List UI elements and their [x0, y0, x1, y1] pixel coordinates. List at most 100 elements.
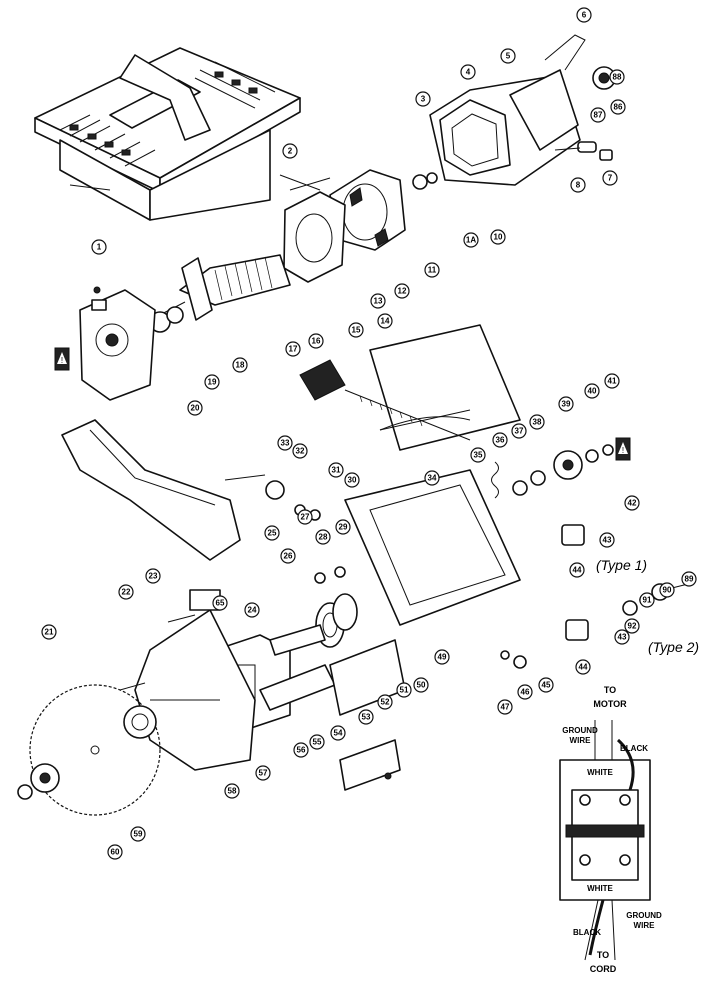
callout-number: 25 — [268, 529, 277, 538]
part-callout-47: 47 — [497, 699, 513, 715]
callout-circle — [344, 472, 360, 488]
white-wire-bottom: WHITE — [587, 884, 613, 893]
callout-circle — [681, 571, 697, 587]
part-callout-44: 44 — [569, 562, 585, 578]
field-coil — [329, 169, 438, 251]
part-callout-6: 6 — [576, 7, 592, 23]
callout-number: 19 — [208, 378, 217, 387]
callout-number: 88 — [613, 73, 622, 82]
callout-number: 59 — [134, 830, 143, 839]
blade-guard-arm — [61, 419, 241, 561]
part-callout-88: 88 — [609, 69, 625, 85]
callout-circle — [463, 232, 479, 248]
callout-circle — [614, 629, 630, 645]
callout-number: 5 — [506, 52, 511, 61]
callout-number: 44 — [573, 566, 582, 575]
callout-circle — [659, 582, 675, 598]
part-callout-43: 43 — [599, 532, 615, 548]
wiring-diagram — [559, 720, 651, 961]
callout-circle — [415, 91, 431, 107]
part-callout-87: 87 — [590, 107, 606, 123]
part-callout-21: 21 — [41, 624, 57, 640]
table-saw-assembly — [34, 47, 301, 221]
callout-circle — [490, 229, 506, 245]
callout-circle — [293, 742, 309, 758]
part-callout-26: 26 — [280, 548, 296, 564]
callout-number: 43 — [603, 536, 612, 545]
callout-circle — [538, 677, 554, 693]
part-callout-7: 7 — [602, 170, 618, 186]
callout-number: 90 — [663, 586, 672, 595]
callout-circle — [558, 396, 574, 412]
callout-circle — [511, 423, 527, 439]
callout-number: 34 — [428, 474, 437, 483]
callout-number: 92 — [628, 622, 637, 631]
part-callout-41: 41 — [604, 373, 620, 389]
part-callout-51: 51 — [396, 682, 412, 698]
part-callout-34: 34 — [424, 470, 440, 486]
callout-circle — [460, 64, 476, 80]
part-callout-5: 5 — [500, 48, 516, 64]
saw-blade — [29, 684, 161, 816]
callout-circle — [330, 725, 346, 741]
callout-number: 12 — [398, 287, 407, 296]
arbor-parts — [269, 593, 358, 656]
warning-triangle-right: ! — [615, 437, 631, 461]
part-callout-32: 32 — [292, 443, 308, 459]
callout-circle — [309, 734, 325, 750]
callout-number: 49 — [438, 653, 447, 662]
part-callout-89: 89 — [681, 571, 697, 587]
ground-wire-bottom-2: WIRE — [634, 921, 656, 930]
callout-number: 56 — [297, 746, 306, 755]
callout-circle — [377, 313, 393, 329]
callout-number: 22 — [122, 588, 131, 597]
callout-number: 58 — [228, 787, 237, 796]
callout-number: 14 — [381, 317, 390, 326]
part-callout-86: 86 — [610, 99, 626, 115]
part-callout-39: 39 — [558, 396, 574, 412]
callout-number: 15 — [352, 326, 361, 335]
callout-number: 31 — [332, 466, 341, 475]
callout-circle — [413, 677, 429, 693]
callout-circle — [244, 602, 260, 618]
callout-number: 11 — [428, 266, 437, 275]
part-callout-44: 44 — [575, 659, 591, 675]
part-callout-13: 13 — [370, 293, 386, 309]
part-callout-35: 35 — [470, 447, 486, 463]
callout-number: 42 — [628, 499, 637, 508]
callout-circle — [370, 293, 386, 309]
callout-number: 17 — [289, 345, 298, 354]
callout-circle — [624, 618, 640, 634]
callout-circle — [297, 509, 313, 525]
callout-circle — [348, 322, 364, 338]
part-callout-18: 18 — [232, 357, 248, 373]
callout-circle — [232, 357, 248, 373]
callout-circle — [377, 694, 393, 710]
part-callout-90: 90 — [659, 582, 675, 598]
callout-circle — [610, 99, 626, 115]
callout-circle — [255, 765, 271, 781]
part-callout-49: 49 — [434, 649, 450, 665]
part-callout-10: 10 — [490, 229, 506, 245]
callout-number: 35 — [474, 451, 483, 460]
callout-number: 36 — [496, 436, 505, 445]
callout-number: 37 — [515, 427, 524, 436]
callout-number: 32 — [296, 447, 305, 456]
callout-number: 1 — [97, 243, 102, 252]
part-callout-16: 16 — [308, 333, 324, 349]
part-callout-36: 36 — [492, 432, 508, 448]
callout-circle — [308, 333, 324, 349]
callout-number: 86 — [614, 103, 623, 112]
callout-circle — [500, 48, 516, 64]
callout-circle — [609, 69, 625, 85]
callout-circle — [358, 709, 374, 725]
callout-circle — [91, 239, 107, 255]
callout-number: 33 — [281, 439, 290, 448]
white-wire-top: WHITE — [587, 768, 613, 777]
type-1-label: (Type 1) — [596, 557, 647, 573]
to-motor-label-2: MOTOR — [593, 699, 627, 709]
callout-number: 29 — [339, 523, 348, 532]
callout-circle — [41, 624, 57, 640]
motor-housing — [429, 34, 616, 186]
